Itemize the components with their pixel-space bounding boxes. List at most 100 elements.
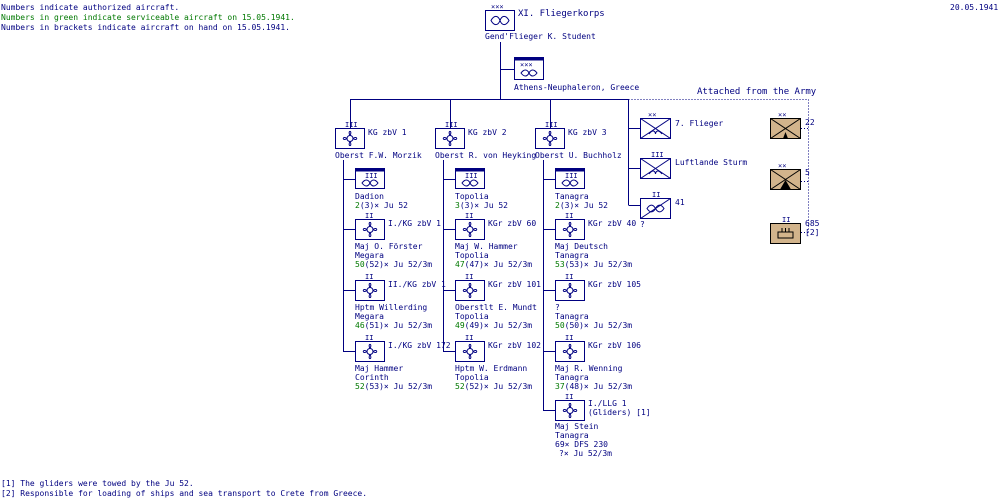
army-unit-685-note: [2] bbox=[805, 228, 820, 237]
kg-zbv-1-name: KG zbV 1 bbox=[368, 128, 407, 137]
corps-hq-icon: ××× bbox=[485, 3, 515, 31]
glider-unit-strength-2: ?× Ju 52/3m bbox=[559, 449, 612, 458]
unit-name: KGr zbV 102 bbox=[488, 341, 541, 350]
unit-commander: Oberstlt E. Mundt bbox=[455, 303, 537, 312]
svg-text:II: II bbox=[465, 334, 473, 342]
unit-location: Tanagra bbox=[555, 251, 589, 260]
kg-zbv-3-symbol: III bbox=[535, 120, 565, 152]
kg-zbv-2-staff-symbol: III bbox=[455, 168, 485, 192]
unit-strength: 52(53)× Ju 52/3m bbox=[355, 382, 433, 391]
unit-commander: Maj R. Wenning bbox=[555, 364, 623, 373]
army-unit-5-number: 5 bbox=[805, 168, 810, 177]
glider-unit-name: I./LLG 1 bbox=[588, 399, 627, 408]
unit-name: KGr zbV 101 bbox=[488, 280, 541, 289]
svg-text:××: ×× bbox=[648, 111, 656, 119]
airborne-assault-regiment-icon: III bbox=[640, 151, 671, 179]
flieger-div-name: 7. Flieger bbox=[675, 119, 724, 128]
svg-text:××: ×× bbox=[778, 111, 786, 119]
kg-zbv-1-symbol: III bbox=[335, 120, 365, 152]
svg-text:III: III bbox=[445, 121, 458, 129]
glider-group-icon: II bbox=[555, 393, 585, 421]
kg-zbv-2-symbol: III bbox=[435, 120, 465, 152]
kg-zbv-3-commander: Oberst U. Buchholz bbox=[535, 151, 622, 160]
air-transport-group-icon: II bbox=[355, 212, 385, 240]
kg-zbv-1-commander: Oberst F.W. Morzik bbox=[335, 151, 422, 160]
svg-text:III: III bbox=[651, 151, 664, 159]
svg-text:×××: ××× bbox=[520, 61, 533, 69]
svg-text:III: III bbox=[565, 172, 578, 180]
kg-zbv-1-staff-strength: 2(3)× Ju 52 bbox=[355, 201, 408, 210]
air-transport-group-icon: II bbox=[455, 273, 485, 301]
air-transport-wing-icon: III bbox=[435, 121, 465, 149]
unit-name: KGr zbV 105 bbox=[588, 280, 641, 289]
army-transport-battalion-icon: II bbox=[770, 216, 801, 244]
air-transport-group-icon: II bbox=[555, 212, 585, 240]
unit-strength: 50(50)× Ju 52/3m bbox=[555, 321, 633, 330]
svg-text:II: II bbox=[565, 212, 573, 220]
kg-zbv-1-staff-location: Dadion bbox=[355, 192, 384, 201]
corps-symbol: ××× bbox=[485, 2, 515, 34]
unit-commander: Maj W. Hammer bbox=[455, 242, 518, 251]
unit-name: KGr zbV 60 bbox=[488, 219, 537, 228]
unit-location: Tanagra bbox=[555, 312, 589, 321]
army-infantry-division-icon: ×× bbox=[770, 111, 801, 139]
staff-icon: III bbox=[455, 168, 485, 189]
unit-location: Megara bbox=[355, 312, 384, 321]
svg-text:××: ×× bbox=[778, 162, 786, 170]
kg-zbv-2-staff-location: Topolia bbox=[455, 192, 489, 201]
air-transport-group-icon: II bbox=[555, 334, 585, 362]
unit-name: I./KG zbV 172 bbox=[388, 341, 451, 350]
footnote-1: [1] The gliders were towed by the Ju 52. bbox=[1, 479, 194, 488]
glider-unit-location: Tanagra bbox=[555, 431, 589, 440]
army-unit-22-symbol: ×× bbox=[770, 110, 802, 142]
army-unit-685-number: 685 bbox=[805, 219, 820, 228]
air-transport-group-icon: II bbox=[455, 212, 485, 240]
svg-text:III: III bbox=[465, 172, 478, 180]
unit-name: II./KG zbV 1 bbox=[388, 280, 446, 289]
kg-zbv-2-staff-strength: 3(3)× Ju 52 bbox=[455, 201, 508, 210]
unit-strength: 37(48)× Ju 52/3m bbox=[555, 382, 633, 391]
unit-commander: Maj O. Förster bbox=[355, 242, 423, 251]
staff-icon: III bbox=[355, 168, 385, 189]
svg-text:III: III bbox=[545, 121, 558, 129]
luftlande-symbol: III bbox=[640, 150, 672, 182]
unit-location: Corinth bbox=[355, 373, 389, 382]
kg-zbv-2-name: KG zbV 2 bbox=[468, 128, 507, 137]
unit-strength: 47(47)× Ju 52/3m bbox=[455, 260, 533, 269]
unit-commander: ? bbox=[555, 303, 560, 312]
air-transport-group-icon: II bbox=[355, 334, 385, 362]
air-transport-wing-icon: III bbox=[335, 121, 365, 149]
kg-zbv-1-staff-symbol: III bbox=[355, 168, 385, 192]
unit-symbol: II bbox=[555, 272, 585, 304]
unit-commander: Maj Hammer bbox=[355, 364, 404, 373]
kg-zbv-3-name: KG zbV 3 bbox=[568, 128, 607, 137]
hq-location: Athens-Neuphaleron, Greece bbox=[514, 83, 640, 92]
svg-text:×××: ××× bbox=[491, 3, 504, 11]
svg-text:II: II bbox=[565, 393, 573, 401]
unit-41-commander: ? bbox=[640, 220, 645, 229]
svg-text:II: II bbox=[365, 273, 373, 281]
air-transport-group-icon: II bbox=[455, 334, 485, 362]
glider-unit-strength-1: 69× DFS 230 bbox=[555, 440, 608, 449]
airborne-infantry-division-icon: ×× bbox=[640, 111, 671, 139]
unit-commander: Hptm W. Erdmann bbox=[455, 364, 528, 373]
kg-zbv-3-staff-location: Tanagra bbox=[555, 192, 589, 201]
corps-name: XI. Fliegerkorps bbox=[518, 9, 605, 19]
date-label: 20.05.1941 bbox=[950, 3, 999, 12]
unit-strength: 49(49)× Ju 52/3m bbox=[455, 321, 533, 330]
svg-text:III: III bbox=[365, 172, 378, 180]
legend-on-hand: Numbers in brackets indicate aircraft on… bbox=[1, 23, 290, 32]
air-transport-wing-icon: III bbox=[535, 121, 565, 149]
unit-symbol: II bbox=[355, 333, 385, 365]
unit-strength: 53(53)× Ju 52/3m bbox=[555, 260, 633, 269]
air-transport-group-icon: II bbox=[555, 273, 585, 301]
unit-symbol: II bbox=[355, 211, 385, 243]
army-unit-5-symbol: ×× bbox=[770, 161, 802, 193]
signal-battalion-icon: II bbox=[640, 191, 671, 219]
unit-commander: Maj Deutsch bbox=[555, 242, 608, 251]
unit-strength: 52(52)× Ju 52/3m bbox=[455, 382, 533, 391]
flieger-div-symbol: ×× bbox=[640, 110, 672, 142]
svg-text:II: II bbox=[465, 273, 473, 281]
unit-location: Topolia bbox=[455, 251, 489, 260]
svg-text:III: III bbox=[345, 121, 358, 129]
